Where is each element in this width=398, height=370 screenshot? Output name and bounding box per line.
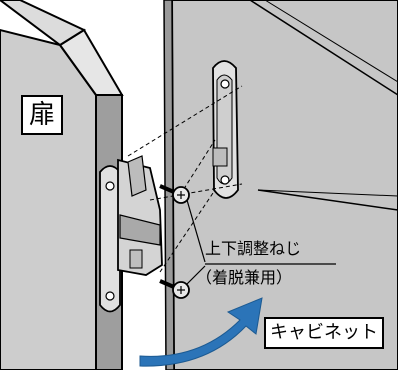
door-label: 扉 xyxy=(21,95,63,135)
cabinet-inner-edge xyxy=(249,0,398,96)
screw-note-label: （着脱兼用） xyxy=(196,268,293,287)
cabinet-hinge-plate xyxy=(212,60,239,199)
hinge-hole-top xyxy=(105,181,115,191)
screw-upper xyxy=(159,184,190,204)
rotation-arrow xyxy=(139,297,263,367)
plate-hole-top xyxy=(220,79,230,89)
screw-lower xyxy=(159,279,190,299)
pointer-line-lower xyxy=(257,189,398,197)
plate-hole-bottom xyxy=(220,175,230,185)
cabinet-inner-edge-2 xyxy=(264,0,398,83)
pointer-line-upper xyxy=(257,189,398,211)
screw-leader-lines xyxy=(186,199,336,285)
cabinet-panel xyxy=(163,0,398,370)
adjust-screw-label: 上下調整ねじ xyxy=(205,239,302,258)
door-hinge xyxy=(99,155,163,313)
alignment-lines xyxy=(127,85,243,273)
hinge-hole-bottom xyxy=(105,291,115,301)
plate-clip xyxy=(212,147,228,167)
cabinet-label: キャビネット xyxy=(264,317,384,349)
